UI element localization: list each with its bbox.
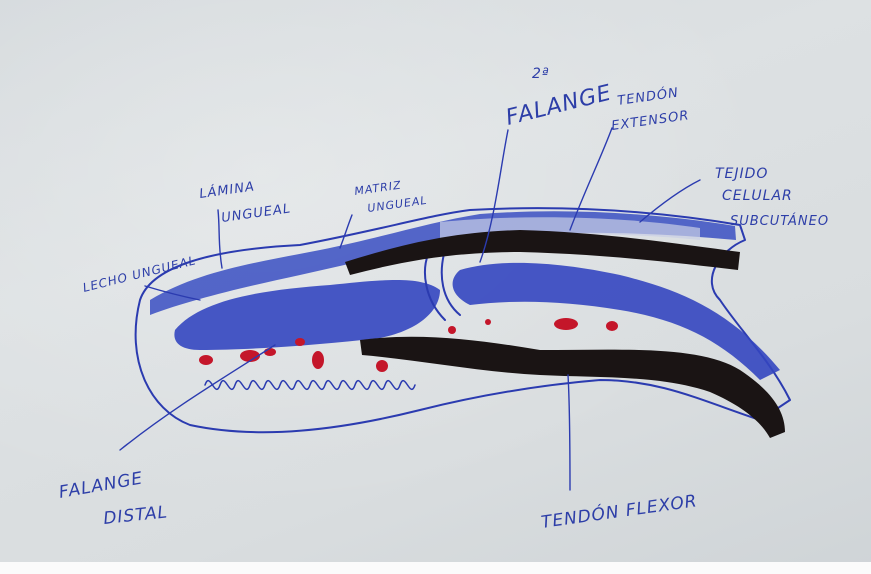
label-second-phalanx: FALANGE: [503, 80, 614, 130]
label-nail-plate-line2: UNGUEAL: [220, 201, 292, 226]
vessel: [199, 355, 213, 365]
label-subcutaneous-line3: SUBCUTÁNEO: [730, 213, 829, 229]
label-second-phalanx-number: 2ª: [532, 66, 550, 82]
vessel: [295, 338, 305, 346]
vessel: [554, 318, 578, 330]
vessel: [376, 360, 388, 372]
vessel: [264, 348, 276, 356]
vessel: [485, 319, 491, 325]
vessel: [448, 326, 456, 334]
finger-pulp-folds: [205, 381, 415, 390]
label-distal-phalanx-line2: DISTAL: [102, 502, 169, 529]
label-nail-matrix-line2: UNGUEAL: [367, 194, 429, 215]
label-nail-plate-line1: LÁMINA: [198, 178, 255, 202]
label-distal-phalanx-line1: FALANGE: [57, 468, 144, 502]
label-extensor-line2: EXTENSOR: [610, 108, 690, 134]
label-subcutaneous-line2: CELULAR: [722, 188, 793, 204]
leader-flexor-tendon: [568, 375, 570, 490]
leader-nail-matrix: [340, 215, 352, 248]
label-nail-matrix-line1: MATRIZ: [354, 179, 403, 198]
vessel: [312, 351, 324, 369]
vessel: [606, 321, 618, 331]
label-subcutaneous-line1: TEJIDO: [715, 166, 768, 182]
flexor-tendon: [360, 337, 785, 438]
photo-bottom-border: [0, 562, 871, 574]
label-flexor-tendon: TENDÓN FLEXOR: [540, 489, 699, 533]
label-extensor-line1: TENDÓN: [616, 85, 679, 109]
